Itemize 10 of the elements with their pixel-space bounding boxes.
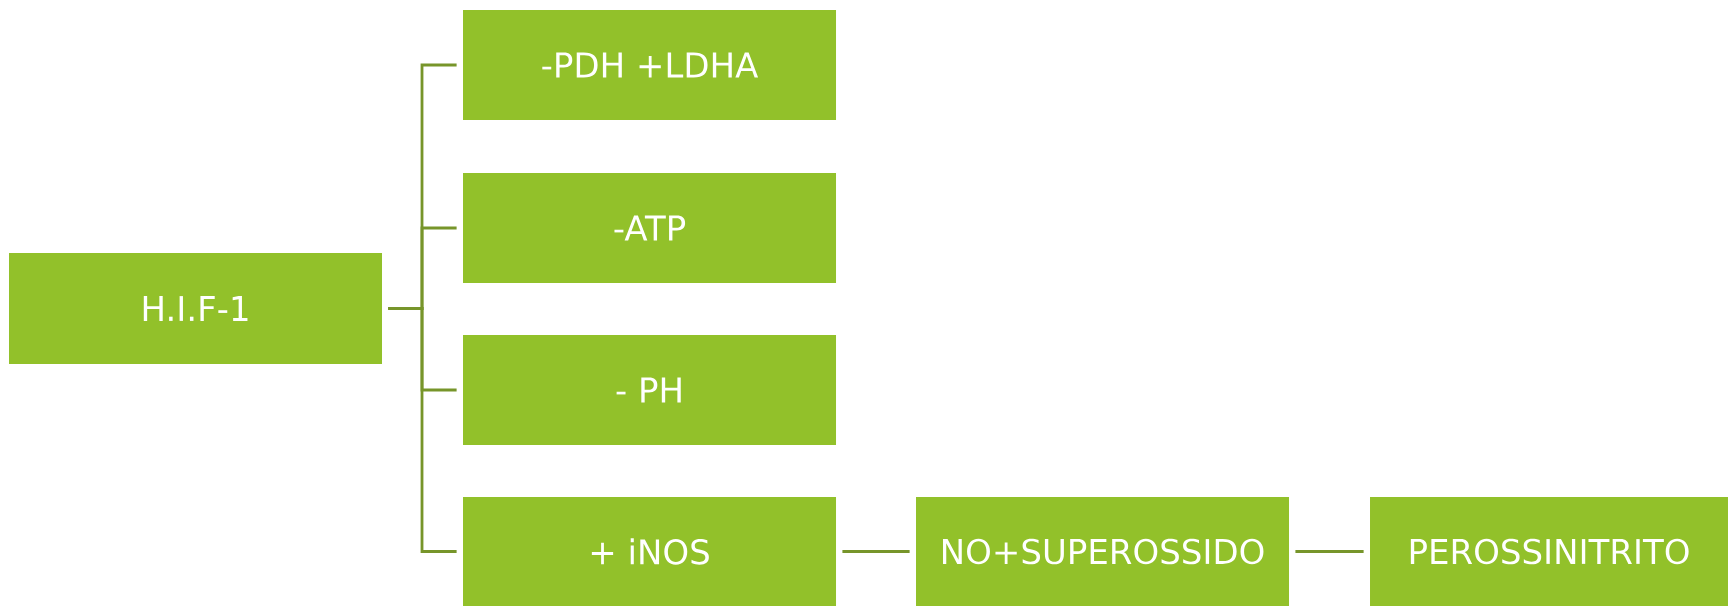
process-box: + iNOS	[463, 497, 836, 606]
connector-line	[1295, 550, 1364, 553]
process-box: NO+SUPEROSSIDO	[916, 497, 1289, 606]
process-box: -PDH +LDHA	[463, 10, 836, 120]
process-box: H.I.F-1	[9, 253, 382, 364]
process-box: PEROSSINITRITO	[1370, 497, 1728, 606]
connector-line	[842, 550, 910, 553]
connector-line	[388, 307, 457, 553]
process-box: -ATP	[463, 173, 836, 283]
process-box: - PH	[463, 335, 836, 445]
